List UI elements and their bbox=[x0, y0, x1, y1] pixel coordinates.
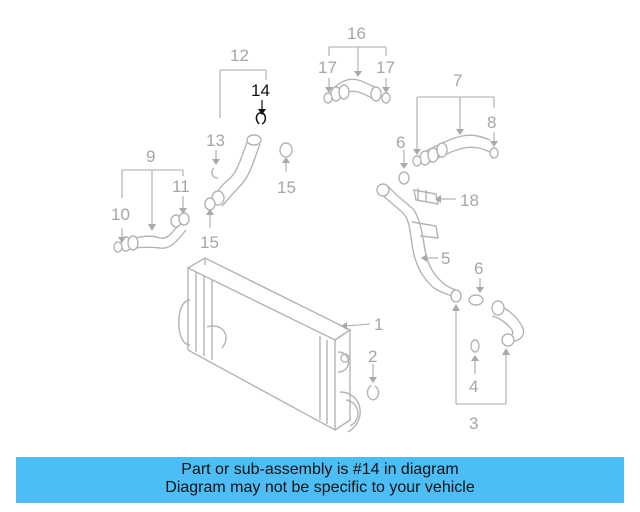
callout-15b: 15 bbox=[277, 178, 296, 197]
callout-10: 10 bbox=[111, 205, 130, 224]
part-14-clip bbox=[255, 112, 267, 125]
hose-7-drawing bbox=[412, 96, 499, 167]
hose-9-drawing bbox=[113, 169, 190, 253]
callout-3: 3 bbox=[469, 414, 478, 433]
callout-2: 2 bbox=[368, 347, 377, 366]
callout-16: 16 bbox=[347, 24, 366, 43]
callout-6b: 6 bbox=[474, 259, 483, 278]
callout-8: 8 bbox=[487, 113, 496, 132]
leader-1 bbox=[345, 323, 371, 327]
hose-3-drawing bbox=[452, 278, 525, 405]
arrowhead-1 bbox=[341, 322, 347, 330]
hose-16-drawing bbox=[323, 46, 391, 104]
info-banner: Part or sub-assembly is #14 in diagram D… bbox=[16, 457, 624, 503]
banner-line-1: Part or sub-assembly is #14 in diagram bbox=[181, 461, 459, 478]
callout-15a: 15 bbox=[200, 233, 219, 252]
callout-18: 18 bbox=[460, 191, 479, 210]
callout-9: 9 bbox=[146, 147, 155, 166]
callout-7: 7 bbox=[453, 71, 462, 90]
callout-12: 12 bbox=[230, 46, 249, 65]
callout-13: 13 bbox=[206, 131, 225, 150]
callout-14: 14 bbox=[251, 81, 270, 100]
callout-17a: 17 bbox=[318, 58, 337, 77]
callout-17b: 17 bbox=[376, 58, 395, 77]
callout-4: 4 bbox=[469, 377, 478, 396]
hose-12-drawing bbox=[204, 69, 293, 228]
callout-6a: 6 bbox=[396, 133, 405, 152]
banner-line-2: Diagram may not be specific to your vehi… bbox=[165, 479, 475, 496]
callout-1: 1 bbox=[374, 315, 383, 334]
callout-11: 11 bbox=[172, 177, 190, 196]
callout-5: 5 bbox=[441, 249, 450, 268]
clip-2-drawing bbox=[366, 364, 380, 401]
intercooler-drawing bbox=[178, 257, 361, 433]
pipe-5-drawing bbox=[376, 150, 462, 303]
